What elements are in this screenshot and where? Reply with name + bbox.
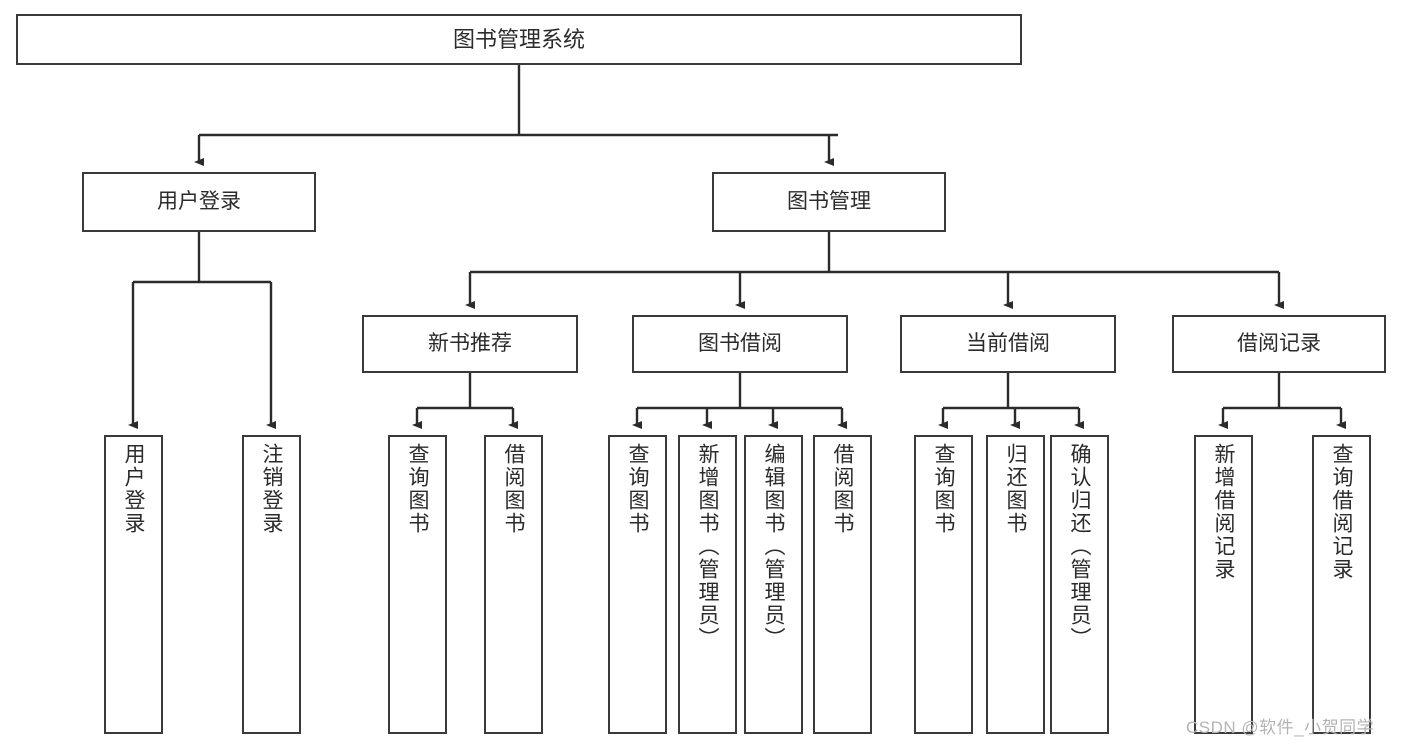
node-leaf-add-record[interactable]: 新增借阅记录	[1194, 435, 1253, 734]
node-root[interactable]: 图书管理系统	[16, 14, 1022, 65]
node-leaf-query-record[interactable]: 查询借阅记录	[1312, 435, 1371, 734]
node-leaf-confirm-return[interactable]: 确认归还（管理员）	[1050, 435, 1109, 734]
node-leaf-query-record-label: 查询借阅记录	[1330, 443, 1353, 581]
node-book-borrow-label: 图书借阅	[698, 331, 782, 355]
node-leaf-query-book-2[interactable]: 查询图书	[608, 435, 667, 734]
node-leaf-borrow-book-1[interactable]: 借阅图书	[484, 435, 543, 734]
node-book-manage[interactable]: 图书管理	[712, 172, 946, 232]
node-new-book-recommend-label: 新书推荐	[428, 331, 512, 355]
node-book-borrow[interactable]: 图书借阅	[632, 315, 848, 373]
node-borrow-record[interactable]: 借阅记录	[1172, 315, 1386, 373]
node-leaf-query-book-1[interactable]: 查询图书	[388, 435, 447, 734]
node-leaf-borrow-book-2[interactable]: 借阅图书	[813, 435, 872, 734]
node-new-book-recommend[interactable]: 新书推荐	[362, 315, 578, 373]
watermark-text: CSDN @软件_小贺同学	[1186, 718, 1375, 737]
node-root-label: 图书管理系统	[452, 26, 585, 52]
node-leaf-confirm-return-label: 确认归还（管理员）	[1068, 443, 1091, 650]
node-leaf-add-book[interactable]: 新增图书（管理员）	[678, 435, 737, 734]
node-book-manage-label: 图书管理	[787, 189, 871, 213]
node-leaf-user-logout-label: 注销登录	[260, 443, 283, 535]
node-leaf-query-book-3-label: 查询图书	[932, 443, 955, 535]
node-leaf-add-record-label: 新增借阅记录	[1212, 443, 1235, 581]
node-current-borrow[interactable]: 当前借阅	[900, 315, 1116, 373]
node-leaf-query-book-1-label: 查询图书	[406, 443, 429, 535]
node-leaf-user-login[interactable]: 用户登录	[104, 435, 163, 734]
node-leaf-borrow-book-1-label: 借阅图书	[502, 443, 525, 535]
node-current-borrow-label: 当前借阅	[966, 331, 1050, 355]
node-leaf-return-book[interactable]: 归还图书	[986, 435, 1045, 734]
node-user-login-label: 用户登录	[157, 189, 241, 213]
node-leaf-add-book-label: 新增图书（管理员）	[696, 443, 719, 650]
node-leaf-borrow-book-2-label: 借阅图书	[831, 443, 854, 535]
node-borrow-record-label: 借阅记录	[1237, 331, 1321, 355]
node-leaf-user-logout[interactable]: 注销登录	[242, 435, 301, 734]
node-user-login[interactable]: 用户登录	[82, 172, 316, 232]
node-leaf-return-book-label: 归还图书	[1004, 443, 1027, 535]
node-leaf-query-book-2-label: 查询图书	[626, 443, 649, 535]
node-leaf-query-book-3[interactable]: 查询图书	[914, 435, 973, 734]
node-leaf-edit-book-label: 编辑图书（管理员）	[762, 443, 785, 650]
node-leaf-user-login-label: 用户登录	[122, 443, 145, 535]
node-leaf-edit-book[interactable]: 编辑图书（管理员）	[744, 435, 803, 734]
